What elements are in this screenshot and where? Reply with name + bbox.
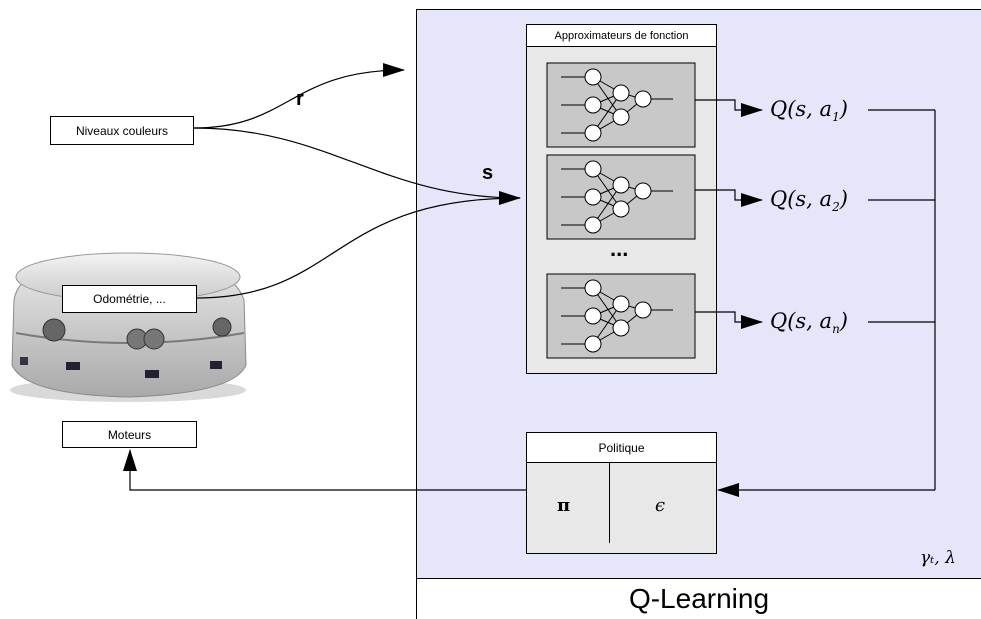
q-output-n: Q(s, an) xyxy=(770,309,848,337)
policy-title: Politique xyxy=(527,433,716,463)
s-arrow-niveaux xyxy=(193,127,521,205)
neural-net-n xyxy=(546,273,696,359)
r-label: r xyxy=(296,88,304,110)
learning-params: γₜ, λ xyxy=(920,548,956,568)
neural-net-2 xyxy=(546,154,696,240)
niveaux-couleurs-box: Niveaux couleurs xyxy=(50,116,194,145)
q-output-1: Q(s, a1) xyxy=(770,97,848,125)
q-output-2: Q(s, a2) xyxy=(770,187,848,215)
qn-connector xyxy=(695,311,763,329)
pi-symbol: π xyxy=(557,495,571,516)
q2-connector xyxy=(695,189,763,207)
q-learning-title: Q-Learning xyxy=(416,578,981,619)
r-arrow xyxy=(193,63,405,129)
q1-connector xyxy=(695,99,763,117)
moteurs-box: Moteurs xyxy=(62,421,197,448)
neural-net-1 xyxy=(546,62,696,148)
s-label: s xyxy=(482,162,494,184)
policy-to-motors xyxy=(123,449,526,491)
epsilon-symbol: ϵ xyxy=(655,495,666,516)
approximators-ellipsis: ... xyxy=(610,236,629,261)
policy-module: Politique π ϵ xyxy=(526,432,717,554)
approximators-title: Approximateurs de fonction xyxy=(527,25,716,47)
odometrie-box: Odométrie, ... xyxy=(62,285,197,313)
policy-divider xyxy=(609,463,610,543)
s-arrow-odometrie xyxy=(196,197,521,299)
